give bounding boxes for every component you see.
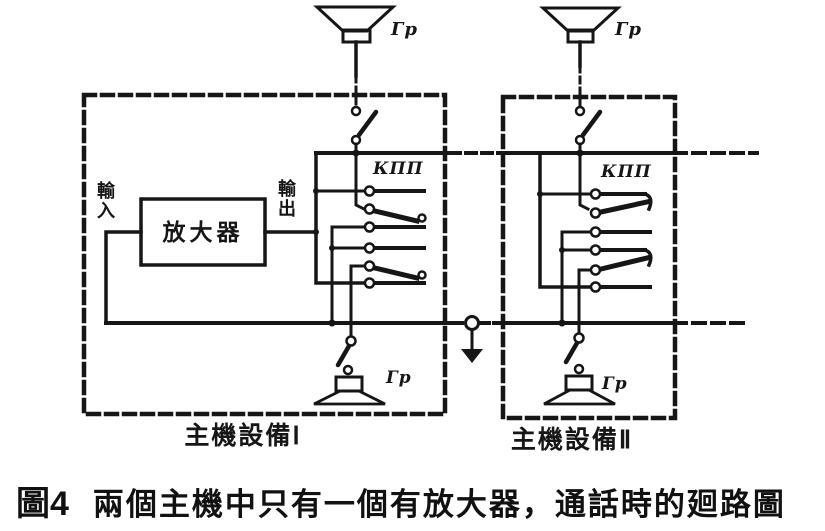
station1-top-speaker-icon — [313, 5, 397, 108]
figure-caption-text: 兩個主機中只有一個有放大器，通話時的廻路圖 — [92, 487, 786, 522]
station2-bottom-speaker-icon — [543, 363, 616, 406]
speaker-body — [564, 374, 594, 392]
contact-point — [363, 277, 376, 289]
station1-amplifier — [104, 197, 315, 325]
junction-dot — [329, 245, 335, 251]
station1-kpp-bank — [313, 151, 427, 338]
junction-dot — [313, 229, 319, 235]
speaker-label-top-2: Гр — [615, 19, 643, 40]
bracket-wire — [314, 151, 367, 285]
station1-title: 主機設備Ⅰ — [184, 422, 302, 450]
lower-bus-line — [104, 315, 746, 363]
speaker-label-top-1: Гр — [391, 19, 419, 40]
kpp-label-station2: КПП — [601, 162, 652, 182]
speaker-horn — [313, 5, 397, 33]
junction-dot — [313, 188, 319, 194]
speaker-body — [334, 375, 364, 393]
speaker-horn — [543, 388, 616, 406]
contact-point — [589, 244, 602, 256]
station2-dashed-boundary — [500, 94, 678, 421]
speaker-terminal — [573, 363, 585, 375]
switch-lever — [580, 109, 603, 138]
switch-lever — [356, 109, 379, 138]
switch-lever-closed — [597, 254, 651, 273]
line-terminal-circle — [464, 315, 480, 331]
row3-wire — [560, 230, 593, 325]
figure-number: 圖4 — [16, 485, 69, 523]
amplifier-output-label: 輸出 — [276, 179, 296, 219]
kpp-label-station1: КПП — [373, 159, 424, 179]
speaker-label-bottom-1: Гр — [386, 368, 412, 388]
speaker-horn — [539, 6, 622, 33]
row5-wire — [577, 268, 593, 334]
station2-top-switch — [574, 105, 603, 212]
ground-arrow-icon — [461, 349, 483, 363]
switch-lever-closed — [598, 199, 650, 215]
contact-bar-hook — [642, 191, 653, 212]
junction-dot — [537, 191, 543, 197]
upper-bus-line — [314, 149, 759, 157]
contact-point — [363, 185, 376, 197]
station1-bottom-speaker-icon — [313, 364, 386, 406]
lever-tip-hook — [417, 213, 427, 223]
junction-dot — [576, 149, 584, 157]
station2-title: 主機設備Ⅱ — [510, 426, 634, 454]
amplifier-input-wire — [104, 230, 143, 325]
switch-lever — [563, 340, 580, 365]
junction-dot — [559, 247, 565, 253]
contact-point — [589, 264, 602, 276]
switch-lever-open — [371, 264, 421, 282]
station2-kpp-bank — [537, 151, 653, 334]
switch-wire — [354, 142, 367, 212]
contact-point — [589, 281, 602, 293]
switch-wire — [578, 142, 591, 212]
contact-point — [363, 221, 376, 233]
station1-top-switch — [350, 105, 379, 212]
junction-dot — [352, 149, 360, 157]
contact-point — [363, 242, 376, 254]
switch-lever-open — [371, 207, 421, 225]
figure-caption: 圖4 兩個主機中只有一個有放大器，通話時的廻路圖 — [16, 476, 786, 525]
station2-top-speaker-icon — [539, 6, 622, 108]
contact-point — [589, 207, 602, 219]
lever-tip-hook — [417, 270, 427, 280]
switch-contact — [574, 105, 586, 117]
contact-point — [589, 188, 602, 200]
contact-point — [589, 226, 602, 238]
amplifier-input-label: 輸入 — [95, 181, 115, 221]
station2-bottom-switch — [563, 332, 585, 365]
bracket-wire — [538, 151, 593, 289]
speaker-label-bottom-2: Гр — [602, 374, 628, 394]
amplifier-label: 放大器 — [162, 218, 244, 245]
speaker-horn — [313, 389, 386, 406]
switch-contact — [350, 105, 362, 117]
row5-wire — [349, 264, 367, 338]
row3-wire — [330, 225, 367, 325]
speaker-terminal — [342, 364, 354, 376]
station1-dashed-boundary — [81, 92, 448, 417]
contact-bar-hook — [642, 247, 653, 268]
switch-lever — [335, 343, 352, 368]
station1-bottom-switch — [335, 335, 357, 368]
